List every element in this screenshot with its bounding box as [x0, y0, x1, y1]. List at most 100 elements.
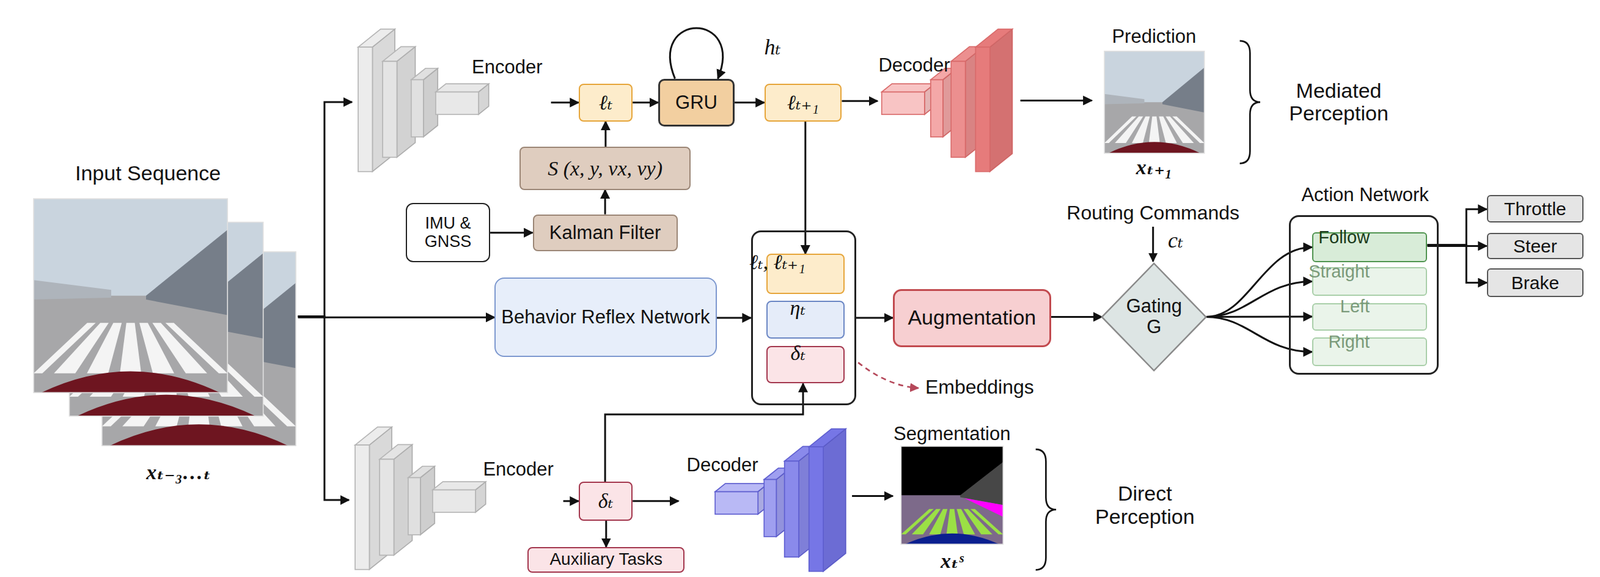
layer-shade — [823, 429, 846, 572]
task-box: Auxiliary Tasks — [527, 546, 685, 573]
layer-front — [930, 79, 944, 137]
image-frame — [900, 446, 1003, 544]
annotation-label: Embeddings — [925, 377, 1035, 399]
connector — [563, 499, 579, 502]
decoder-block: Decoder — [678, 428, 852, 574]
control-box: Steer — [1486, 232, 1585, 260]
node-text: δₜ — [790, 341, 806, 365]
street-scene — [33, 199, 228, 393]
connector — [298, 102, 353, 317]
connector — [1206, 316, 1313, 352]
network-box: Behavior Reflex Network — [494, 277, 717, 357]
crosswalk-stripe — [1131, 116, 1150, 143]
layer-side — [475, 481, 486, 513]
connector — [298, 316, 496, 319]
layer-front — [715, 491, 758, 515]
layer-front — [358, 47, 373, 172]
decision-diamond: Gating G — [1101, 263, 1206, 371]
layer-front — [784, 461, 799, 558]
node-text: Input Sequence — [75, 161, 221, 185]
connector — [604, 121, 607, 148]
connector — [1206, 247, 1313, 318]
node-text: Kalman Filter — [549, 222, 662, 244]
buildings — [146, 229, 228, 316]
node-text: Left — [1340, 297, 1370, 317]
layer-shade — [475, 481, 486, 513]
action-box: Right — [1312, 337, 1428, 367]
crosswalk-stripe — [956, 508, 975, 535]
node-text: IMU & GNSS — [407, 214, 489, 251]
road — [900, 495, 1003, 544]
node-text: ℓₜ, ℓₜ₊₁ — [749, 251, 806, 274]
street-scene — [900, 446, 1003, 544]
annotation-label: Direct Perception — [1095, 482, 1195, 529]
layer-side — [478, 83, 489, 115]
connector — [716, 317, 752, 320]
illustration — [30, 152, 298, 495]
layer-front — [382, 61, 397, 158]
node-text: xₜ₋₃…ₜ — [146, 460, 211, 484]
connector — [842, 100, 878, 103]
node-text: ℓₜ₊₁ — [787, 91, 819, 114]
layer-side — [823, 429, 846, 572]
connector — [1206, 281, 1313, 317]
node-text: Brake — [1511, 272, 1560, 293]
node-text: Action Network — [1301, 184, 1429, 206]
distant-buildings — [1104, 94, 1145, 105]
crosswalk-stripe — [139, 323, 175, 374]
layer-shade — [478, 83, 489, 115]
layer-front — [432, 489, 476, 513]
layer-front — [881, 91, 925, 115]
node-text: δₜ — [598, 489, 613, 513]
layer-front — [950, 61, 966, 158]
input-images: Input Sequence xₜ₋₃…ₜ — [30, 152, 298, 495]
node-text: Auxiliary Tasks — [549, 550, 663, 569]
node-text: Decoder — [878, 55, 950, 76]
buildings — [960, 461, 1003, 505]
action-box: Straight — [1312, 267, 1428, 296]
layer-stack — [355, 427, 486, 570]
node-text: Straight — [1308, 262, 1370, 282]
connector — [734, 101, 765, 104]
illustration — [678, 428, 852, 574]
node-text: ηₜ — [790, 297, 806, 320]
layer-front — [408, 477, 421, 535]
connector — [1020, 99, 1093, 102]
connector — [490, 231, 533, 234]
connector — [669, 28, 723, 79]
node-text: xₜˢ — [940, 550, 964, 573]
filter-box: Kalman Filter — [532, 214, 678, 252]
embedding-box: ηₜ — [766, 300, 846, 339]
road — [33, 295, 228, 393]
node-text: Augmentation — [907, 306, 1036, 329]
image-frame — [1104, 50, 1205, 153]
connector — [632, 499, 679, 502]
node-text: Behavior Reflex Network — [501, 306, 710, 328]
buildings — [1161, 67, 1204, 112]
annotation-label: cₜ — [1167, 228, 1184, 254]
connector — [604, 190, 607, 215]
node-text: ℓₜ — [598, 91, 613, 114]
connector — [851, 495, 893, 497]
node-text: GRU — [675, 92, 718, 114]
crosswalk-stripe — [1172, 116, 1204, 143]
node-text: Follow — [1318, 227, 1370, 248]
action-box: Follow — [1312, 232, 1428, 262]
connector — [856, 317, 893, 320]
image-frame — [33, 199, 228, 393]
latent-box: ℓₜ, ℓₜ₊₁ — [766, 253, 846, 294]
decoder-block: Decoder — [877, 28, 1021, 174]
state-box: S (x, y, vx, vy) — [519, 146, 692, 190]
crosswalk-stripe — [970, 508, 1003, 535]
car-hood — [905, 532, 1000, 544]
car-hood — [1108, 141, 1201, 153]
street-scene — [1104, 50, 1205, 153]
node-text: Gating G — [1126, 295, 1182, 338]
crosswalk-stripe — [119, 323, 142, 374]
augmentation-box: Augmentation — [892, 289, 1052, 348]
action-group: Action NetworkFollowStraightLeftRight — [1288, 215, 1439, 375]
distant-buildings — [33, 280, 112, 301]
connector — [551, 101, 579, 104]
